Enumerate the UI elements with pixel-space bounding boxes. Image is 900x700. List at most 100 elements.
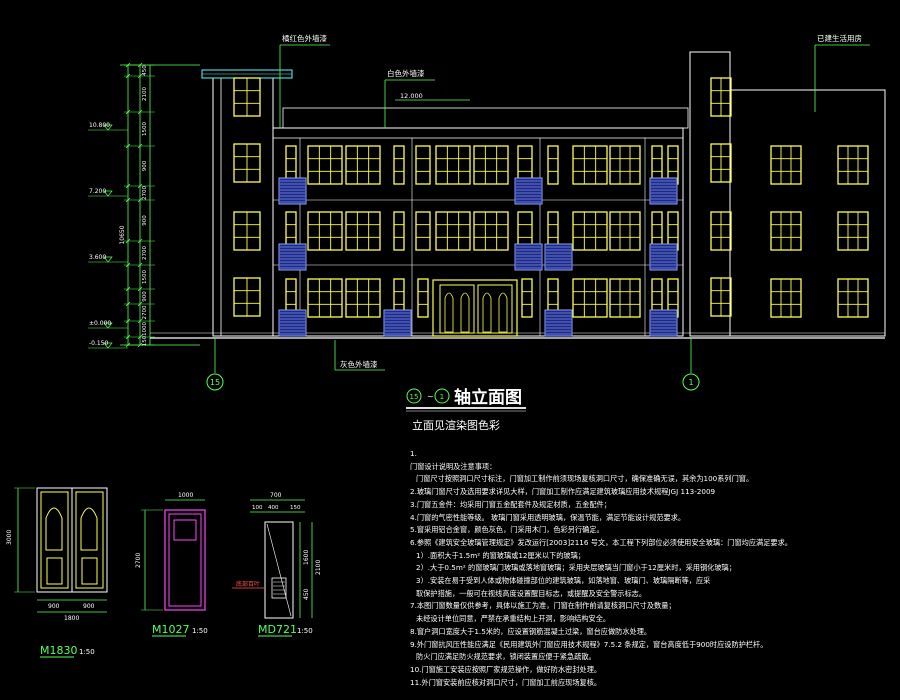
dimension-label: 2700 (142, 305, 148, 319)
note-line: 未经设计单位同意，严禁在承重结构上开洞，影响结构安全。 (416, 614, 611, 624)
ac-louver (278, 243, 307, 271)
narrow-window (417, 278, 429, 318)
window (710, 211, 732, 251)
door-m1027-label: M1027 (152, 623, 190, 636)
window (770, 211, 802, 251)
dimension-label: 900 (142, 215, 148, 226)
narrow-window (415, 211, 431, 251)
roof-level: 12.000 (400, 92, 423, 100)
callout-existing-building: 已建生活用房 (817, 33, 862, 43)
door-md721-scale: 1:50 (297, 627, 313, 635)
callout-white-wall: 白色外墙漆 (387, 68, 425, 78)
window (609, 278, 641, 318)
window (307, 211, 343, 251)
note-line: 1. (410, 449, 417, 458)
note-line: 2）.大于0.5m² 的窗玻璃门玻璃或落地窗玻璃；采用夹层玻璃当门窗小于12厘米… (416, 563, 736, 573)
stair-window (233, 277, 261, 317)
note-line: 门窗尺寸按照洞口尺寸标注，门窗加工制作前须现场复核洞口尺寸，确保准确无误，其余为… (416, 474, 754, 484)
door-md721-detail: 700 100 400 150 1600 2100 450 底部百叶 MD721… (232, 492, 322, 637)
door-md721-louver-note: 底部百叶 (236, 580, 260, 588)
ac-louver (544, 243, 573, 271)
window (710, 77, 732, 117)
ac-louver (649, 243, 678, 271)
window (345, 278, 381, 318)
window (710, 277, 732, 317)
ac-louver-group (278, 177, 678, 337)
door-window-notes: 1. 门窗设计说明及注意事项： 门窗尺寸按照洞口尺寸标注，门窗加工制作前须现场复核洞… (410, 448, 890, 689)
narrow-window (547, 145, 559, 185)
door-m1830-leaf-left: 900 (48, 603, 60, 610)
narrow-window (415, 145, 431, 185)
axis-label-right: 1 (688, 378, 693, 387)
vertical-dimensions (120, 64, 200, 346)
window (435, 145, 471, 185)
callout-red-wall: 橘红色外墙漆 (282, 33, 327, 43)
narrow-window (521, 278, 533, 318)
ac-louver (514, 243, 543, 271)
drawing-title: 15 ~ 1 轴立面图 立面见渲染图色彩 (406, 387, 526, 432)
note-line: 8.窗户洞口宽度大于1.5米的，应设置钢筋混凝土过梁，窗台应做防水处理。 (410, 626, 652, 636)
ac-louver (649, 309, 678, 337)
dimension-label: 1000 (142, 322, 148, 336)
note-line: 1）.面积大于1.5m² 的窗玻璃或12厘米以下的玻璃； (416, 550, 585, 560)
door-md721-dim-d: 1600 (303, 550, 310, 565)
door-md721-dim-c: 150 (290, 505, 301, 511)
note-line: 7.本图门窗数量仅供参考，具体以施工为准，门窗在制作前请复核洞口尺寸及数量； (410, 601, 676, 611)
drawing-title-text: 轴立面图 (454, 387, 522, 408)
elevation-label: 10.800 (89, 122, 110, 129)
dimension-label: 450 (142, 65, 148, 76)
ac-louver (278, 177, 307, 205)
title-axis-from: 15 (410, 393, 419, 401)
ac-louver (278, 309, 307, 337)
dimension-label: 2100 (142, 87, 148, 101)
main-entrance (432, 279, 518, 337)
door-m1027-detail: 1000 2700 M1027 1:50 (135, 492, 208, 637)
callout-gray-wall: 灰色外墙漆 (340, 359, 378, 369)
ac-louver (544, 309, 573, 337)
elevation-label: 3.600 (89, 254, 106, 261)
note-line: 2.玻璃门窗尺寸及选用要求详见大样，门窗加工制作应满足建筑玻璃应用技术规程JGJ… (410, 487, 716, 497)
door-md721-dim-f: 450 (303, 588, 310, 600)
building-elevation (150, 51, 886, 339)
stair-window (233, 143, 261, 183)
note-line: 4.门窗的气密性能等级。 玻璃门窗采用透明玻璃，保温节能，满足节能设计规范要求。 (410, 512, 686, 522)
door-md721-label: MD721 (258, 623, 297, 636)
dimension-label: 150 (142, 335, 148, 346)
door-m1027-scale: 1:50 (192, 627, 208, 635)
note-line: 3）.安装在易于受到人体或物体碰撞部位的建筑玻璃，如落地窗、玻璃门、玻璃隔断等，… (416, 576, 711, 586)
note-line: 11.外门窗安装前应核对洞口尺寸，门窗加工前应现场复核。 (410, 677, 602, 687)
axis-label-left: 15 (210, 378, 220, 387)
dimension-label: 2700 (142, 246, 148, 260)
window (770, 278, 802, 318)
axis-markers: 15 1 (206, 338, 700, 391)
door-m1830-height: 3000 (6, 530, 13, 545)
note-line: 9.外门窗抗风压性能应满足《民用建筑外门窗应用技术规程》7.5.2 条规定，窗台… (410, 639, 768, 649)
door-m1027-width: 1000 (178, 492, 193, 499)
door-m1830-label: M1830 (40, 644, 78, 657)
ac-louver (383, 309, 412, 337)
window (572, 211, 608, 251)
note-line: 防火门应满足防火规范要求，锁闭装置应便于紧急疏散。 (416, 652, 596, 662)
window (345, 145, 381, 185)
window (307, 278, 343, 318)
door-md721-dim-b: 400 (268, 505, 279, 511)
dimension-label: 900 (142, 291, 148, 302)
stair-window (233, 211, 261, 251)
note-line: 5.窗采用铝合金窗，颜色灰色，门采用木门，色彩另行确定。 (410, 525, 604, 535)
door-m1830-leaf-right: 900 (83, 603, 95, 610)
axis-circle-15 (206, 373, 224, 391)
note-line: 10.门窗施工安装应按照厂家规范操作，做好防水密封处理。 (410, 664, 602, 674)
ac-louver (649, 177, 678, 205)
window (609, 211, 641, 251)
window (572, 278, 608, 318)
door-md721-dim-top: 700 (270, 492, 282, 499)
window (473, 145, 509, 185)
dimension-label: 900 (142, 160, 148, 171)
door-md721-dim-e: 2100 (315, 560, 322, 575)
note-line: 6.参照《建筑安全玻璃管理规定》发改运行[2003]2116 号文，本工程下列部… (410, 537, 792, 547)
total-height-label: 10650 (119, 225, 126, 244)
drawing-subtitle: 立面见渲染图色彩 (412, 418, 500, 432)
note-line: 门窗设计说明及注意事项： (410, 461, 497, 471)
